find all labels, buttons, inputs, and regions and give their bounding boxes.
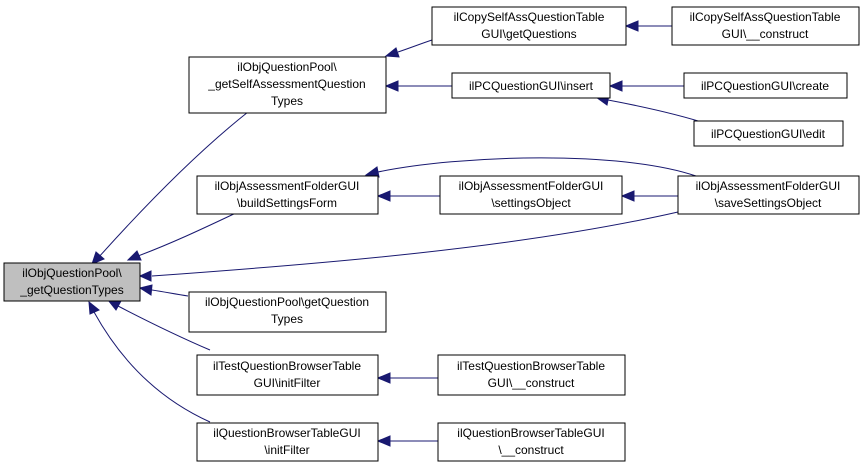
- node-copyself-construct[interactable]: ilCopySelfAssQuestionTable GUI\__constru…: [671, 6, 860, 46]
- node-pcquestion-insert[interactable]: ilPCQuestionGUI\insert: [451, 72, 611, 99]
- node-line: ilObjQuestionPool\: [237, 60, 337, 74]
- node-line: ilPCQuestionGUI\insert: [469, 79, 594, 93]
- node-line: Types: [271, 312, 303, 326]
- node-questionbrowser-initfilter[interactable]: ilQuestionBrowserTableGUI \initFilter: [196, 422, 379, 462]
- node-line: ilCopySelfAssQuestionTable: [454, 10, 605, 24]
- node-build-settings-form[interactable]: ilObjAssessmentFolderGUI \buildSettingsF…: [196, 175, 379, 215]
- node-line: GUI\__construct: [722, 27, 809, 41]
- node-questionbrowser-construct[interactable]: ilQuestionBrowserTableGUI \__construct: [437, 422, 626, 462]
- edge-savesettings-to-buildsettings: [364, 157, 697, 178]
- nodes-layer: ilObjQuestionPool\ _getQuestionTypes ilO…: [3, 6, 860, 462]
- node-line: ilObjQuestionPool\: [22, 266, 122, 280]
- node-selfassessment-question-types[interactable]: ilObjQuestionPool\ _getSelfAssessmentQue…: [188, 56, 387, 114]
- node-line: \buildSettingsForm: [237, 196, 337, 210]
- node-line: ilObjQuestionPool\getQuestion: [205, 295, 369, 309]
- node-line: \__construct: [498, 443, 564, 457]
- edge-pcq-insert-to-selfassess: [384, 80, 452, 92]
- node-line: \initFilter: [264, 443, 309, 457]
- node-line: ilQuestionBrowserTableGUI: [457, 426, 604, 440]
- node-line: \saveSettingsObject: [715, 196, 822, 210]
- node-line: ilObjAssessmentFolderGUI: [459, 179, 604, 193]
- edge-testbrowser-construct-to-init: [376, 372, 438, 384]
- node-line: GUI\initFilter: [254, 376, 321, 390]
- node-line: _getQuestionTypes: [19, 283, 123, 297]
- edge-savesettings-to-root: [138, 211, 679, 282]
- edge-buildsettings-to-root: [126, 211, 239, 261]
- node-line: ilTestQuestionBrowserTable: [457, 359, 605, 373]
- node-line: \settingsObject: [491, 196, 571, 210]
- node-line: GUI\__construct: [488, 376, 575, 390]
- node-pcquestion-edit[interactable]: ilPCQuestionGUI\edit: [693, 120, 844, 147]
- node-line: ilPCQuestionGUI\create: [701, 79, 829, 93]
- node-line: Types: [271, 94, 303, 108]
- edge-savesettings-to-settingsobj: [620, 190, 678, 202]
- node-save-settings-object[interactable]: ilObjAssessmentFolderGUI \saveSettingsOb…: [677, 175, 860, 215]
- node-line: ilCopySelfAssQuestionTable: [690, 10, 841, 24]
- node-pcquestion-create[interactable]: ilPCQuestionGUI\create: [683, 72, 848, 99]
- node-getquestion-types[interactable]: ilObjQuestionPool\getQuestion Types: [188, 291, 387, 333]
- node-line: ilObjAssessmentFolderGUI: [215, 179, 360, 193]
- node-line: ilPCQuestionGUI\edit: [711, 127, 826, 141]
- edge-settingsobj-to-buildsettings: [376, 190, 440, 202]
- edge-pcq-edit-to-insert: [594, 94, 709, 125]
- edge-selfassess-to-root: [91, 111, 249, 265]
- edge-pcq-create-to-insert: [608, 80, 684, 92]
- node-line: GUI\getQuestions: [481, 27, 576, 41]
- edge-getqtypes-to-root: [138, 284, 189, 297]
- edges-layer: [88, 20, 709, 447]
- node-line: ilTestQuestionBrowserTable: [213, 359, 361, 373]
- edge-qbrowser-init-to-root: [88, 300, 211, 423]
- edge-qbrowser-construct-to-init: [376, 435, 438, 447]
- edge-copyself-getq-to-selfassess: [384, 39, 433, 58]
- node-settings-object[interactable]: ilObjAssessmentFolderGUI \settingsObject: [439, 175, 623, 215]
- node-testbrowser-construct[interactable]: ilTestQuestionBrowserTable GUI\__constru…: [437, 354, 626, 396]
- node-line: ilObjAssessmentFolderGUI: [696, 179, 841, 193]
- node-copyself-getquestions[interactable]: ilCopySelfAssQuestionTable GUI\getQuesti…: [431, 6, 627, 46]
- node-root-getquestiontypes[interactable]: ilObjQuestionPool\ _getQuestionTypes: [3, 262, 141, 302]
- node-line: ilQuestionBrowserTableGUI: [213, 426, 360, 440]
- node-line: _getSelfAssessmentQuestion: [207, 77, 365, 91]
- node-testbrowser-initfilter[interactable]: ilTestQuestionBrowserTable GUI\initFilte…: [196, 354, 379, 396]
- edge-copyself-construct-to-getq: [624, 20, 672, 32]
